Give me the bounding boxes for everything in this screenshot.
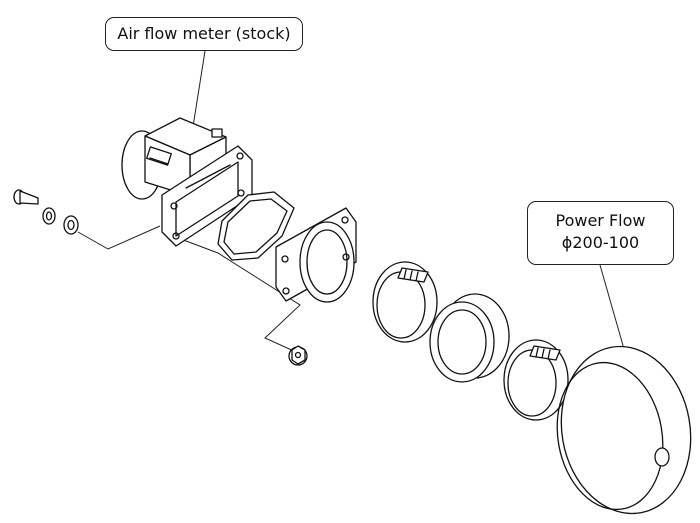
flange-nut [288, 345, 308, 366]
flat-washer [63, 215, 79, 235]
rubber-coupler [429, 293, 510, 383]
power-flow-size: ϕ200-100 [561, 233, 640, 252]
meter-flange [161, 145, 253, 247]
air-flow-meter-callout: Air flow meter (stock) [105, 17, 303, 51]
hose-clamp-1 [372, 261, 438, 343]
power-flow-filter [556, 345, 692, 515]
air-flow-meter-label: Air flow meter (stock) [117, 24, 291, 43]
gasket [217, 191, 295, 261]
adapter-flange [275, 207, 357, 303]
spring-washer [42, 207, 56, 225]
power-flow-callout: Power Flow ϕ200-100 [527, 201, 674, 265]
hose-clamp-2 [503, 339, 569, 421]
power-flow-name: Power Flow [555, 211, 646, 230]
mounting-screw [13, 189, 39, 205]
